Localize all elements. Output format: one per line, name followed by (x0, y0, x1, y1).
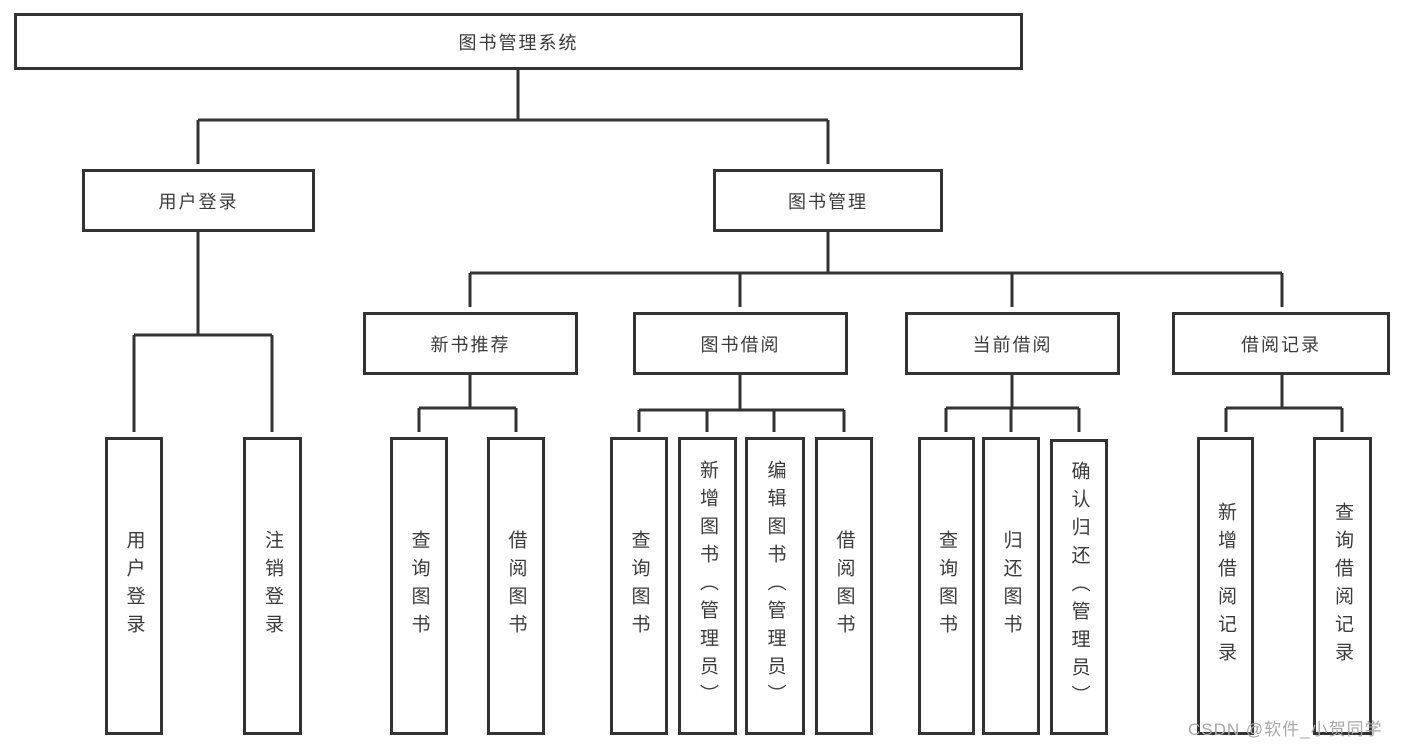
node-label: 图书借阅 (700, 334, 781, 355)
leaf-borrow-query-books: 查询图书 (610, 437, 668, 735)
leaf-newbook-borrow-books: 借阅图书 (487, 437, 545, 735)
node-label: 用户登录 (158, 191, 239, 212)
leaf-records-add-record: 新增借阅记录 (1197, 437, 1254, 735)
leaf-current-return-books: 归还图书 (982, 437, 1040, 735)
node-new-book-recommend: 新书推荐 (363, 312, 578, 375)
leaf-current-query-books: 查询图书 (918, 437, 975, 735)
node-label: 用户登录 (123, 530, 145, 642)
edge-book-borrow-children (637, 375, 846, 432)
edge-book-mgmt-children (468, 232, 1284, 307)
node-label: 查询图书 (936, 530, 957, 642)
leaf-logout: 注销登录 (243, 437, 302, 735)
node-user-login: 用户登录 (82, 169, 315, 232)
node-label: 查询借阅记录 (1332, 502, 1353, 670)
leaf-current-confirm-return-admin: 确认归还（管理员） (1050, 439, 1108, 735)
node-book-borrow: 图书借阅 (633, 312, 848, 375)
edge-new-book-children (417, 375, 518, 432)
leaf-borrow-edit-books-admin: 编辑图书（管理员） (745, 437, 805, 735)
node-current-borrow: 当前借阅 (905, 312, 1120, 375)
edge-user-login-children (132, 232, 274, 432)
csdn-watermark: CSDN @软件_小贺同学 (1188, 720, 1383, 739)
node-label: 新书推荐 (430, 334, 511, 355)
leaf-borrow-add-books-admin: 新增图书（管理员） (678, 437, 737, 735)
leaf-borrow-borrow-books: 借阅图书 (815, 437, 873, 735)
edge-current-borrow-children (944, 375, 1081, 432)
node-label: 图书管理 (788, 191, 868, 212)
node-label: 新增借阅记录 (1215, 502, 1236, 670)
leaf-newbook-query-books: 查询图书 (390, 437, 448, 735)
edge-borrow-records-children (1224, 375, 1344, 432)
leaf-user-login: 用户登录 (105, 437, 163, 735)
edge-root-to-level2 (196, 70, 830, 164)
node-label: 借阅图书 (833, 530, 855, 642)
leaf-records-query-record: 查询借阅记录 (1313, 437, 1372, 735)
node-label: 借阅图书 (505, 530, 527, 642)
node-label: 当前借阅 (972, 334, 1053, 355)
node-root: 图书管理系统 (14, 13, 1023, 70)
node-label: 确认归还（管理员） (1068, 461, 1090, 713)
node-label: 归还图书 (1000, 530, 1022, 642)
node-label: 新增图书（管理员） (697, 460, 718, 712)
node-book-management: 图书管理 (713, 169, 943, 232)
node-label: 图书管理系统 (458, 32, 579, 53)
node-label: 查询图书 (408, 530, 430, 642)
node-label: 编辑图书（管理员） (764, 460, 786, 712)
node-label: 查询图书 (628, 530, 650, 642)
node-label: 借阅记录 (1241, 334, 1321, 355)
node-label: 注销登录 (262, 530, 283, 642)
node-borrow-records: 借阅记录 (1172, 312, 1390, 375)
